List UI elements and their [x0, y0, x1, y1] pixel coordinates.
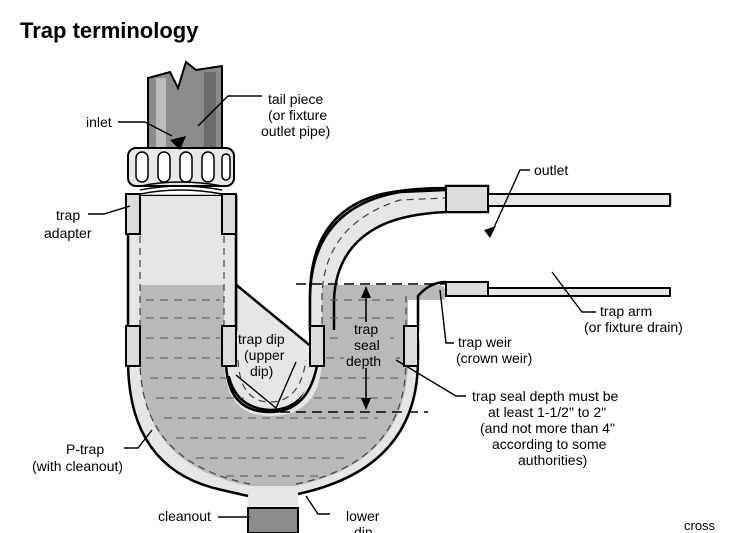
label-tail-piece-3: outlet pipe) — [261, 123, 330, 139]
diagram-title: Trap terminology — [20, 18, 199, 43]
label-trap-dip-1: trap dip — [238, 331, 285, 347]
threads — [139, 181, 223, 195]
label-cleanout: cleanout — [158, 508, 211, 524]
label-trap-arm-2: (or fixture drain) — [584, 319, 683, 335]
label-trap-seal-1: trap — [354, 321, 378, 337]
label-tail-piece-1: tail piece — [268, 91, 323, 107]
label-trap-seal-3: depth — [346, 353, 381, 369]
label-trap-arm-1: trap arm — [600, 303, 652, 319]
label-trap-adapter-2: adapter — [44, 225, 92, 241]
label-seal-note-3: (and not more than 4" — [480, 420, 615, 436]
label-p-trap-1: P-trap — [66, 441, 104, 457]
label-p-trap-2: (with cleanout) — [32, 458, 123, 474]
slip-nut — [127, 147, 235, 187]
outlet-pipe — [487, 193, 671, 297]
couplings — [125, 185, 489, 367]
cleanout-plug — [247, 507, 299, 533]
tail-piece — [147, 60, 223, 151]
label-trap-dip-3: dip) — [250, 363, 273, 379]
label-lower-dip-1: lower — [346, 508, 380, 524]
label-trap-dip-2: (upper — [244, 347, 285, 363]
label-credit: cross — [684, 518, 716, 533]
water-pattern — [146, 299, 400, 477]
label-outlet: outlet — [534, 162, 568, 178]
leader-lines — [88, 95, 596, 518]
label-trap-weir-1: trap weir — [458, 334, 512, 350]
label-lower-dip-2: dip — [354, 524, 373, 533]
label-tail-piece-2: (or fixture — [268, 107, 327, 123]
label-inlet: inlet — [86, 114, 112, 130]
label-seal-note-2: at least 1-1/2" to 2" — [488, 404, 606, 420]
label-seal-note-4: according to some — [492, 436, 607, 452]
seal-label-bg — [344, 322, 390, 368]
label-trap-adapter-1: trap — [56, 207, 80, 223]
label-seal-note-5: authorities) — [518, 452, 587, 468]
label-seal-note-1: trap seal depth must be — [472, 388, 619, 404]
label-trap-seal-2: seal — [354, 337, 380, 353]
label-trap-weir-2: (crown weir) — [456, 350, 532, 366]
